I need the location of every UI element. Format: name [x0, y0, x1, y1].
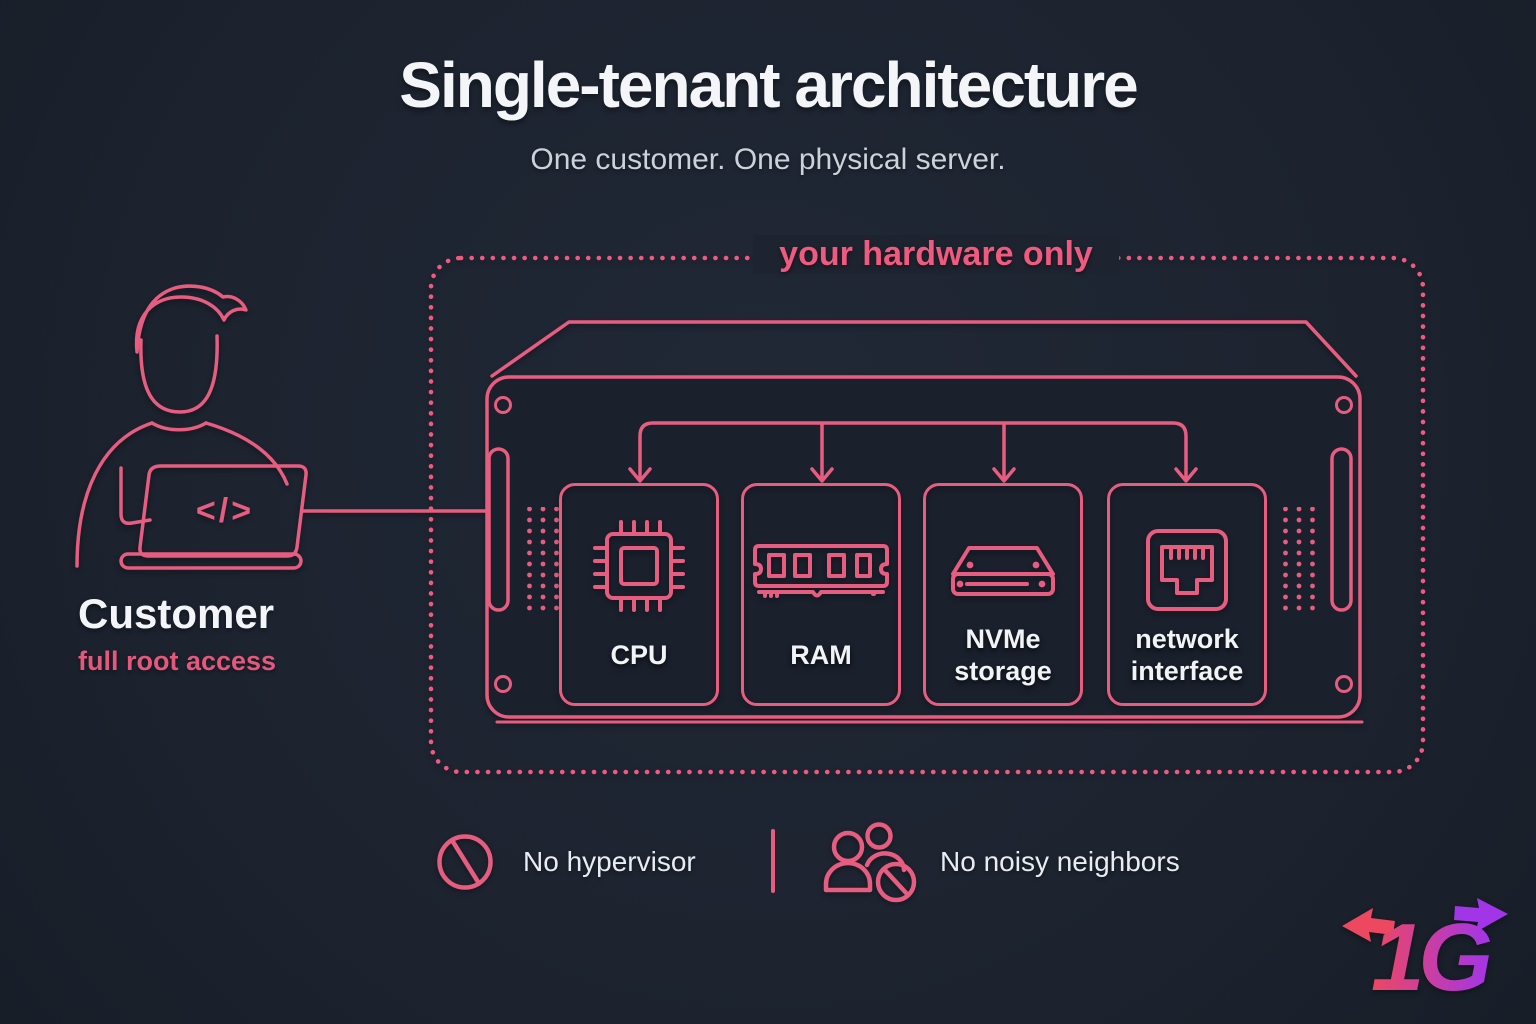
screw-icon [494, 675, 512, 693]
customer-label: Customer [78, 590, 275, 637]
server-handle-left [487, 447, 510, 612]
customer-person-icon [75, 284, 289, 568]
customer-access-caption: full root access [78, 646, 277, 676]
person-torso-left [75, 421, 154, 568]
footer-divider [771, 829, 775, 893]
screw-icon [494, 396, 512, 414]
component-label-cpu: CPU [610, 640, 668, 671]
arrowhead-down-icon [628, 467, 1198, 483]
no-hypervisor-label: No hypervisor [523, 846, 696, 877]
screw-icon [1335, 396, 1353, 414]
bus-lines [638, 421, 1188, 481]
nvme-drive-icon [951, 546, 1055, 596]
component-box-network: network interface [1107, 483, 1267, 706]
person-hair [134, 284, 248, 354]
code-glyph: </> [196, 492, 254, 530]
logo-arrow-left-icon [1342, 908, 1395, 942]
server-top-face [490, 320, 1358, 378]
no-symbol-icon [437, 834, 493, 890]
component-box-cpu: CPU [559, 483, 719, 706]
component-label-nvme: NVMe storage [954, 624, 1052, 686]
person-arm [119, 466, 152, 526]
laptop-base [119, 552, 303, 570]
screw-icon [1335, 675, 1353, 693]
component-label-network: network interface [1130, 624, 1244, 686]
bus-arrows [628, 421, 1198, 483]
brand-logo-1g: 1G [1342, 898, 1508, 1005]
no-noisy-neighbors-label: No noisy neighbors [940, 846, 1180, 877]
vent-dots-left [521, 507, 561, 615]
person-shoulder-right [204, 421, 289, 486]
ram-module-icon [753, 544, 889, 598]
component-label-ram: RAM [790, 640, 852, 671]
person-face [139, 334, 219, 414]
hardware-zone-label: your hardware only [753, 235, 1119, 274]
cpu-chip-icon [593, 520, 685, 612]
ethernet-port-icon [1146, 529, 1228, 611]
server-handle-right [1330, 447, 1353, 612]
component-box-ram: RAM [741, 483, 901, 706]
page-subtitle: One customer. One physical server. [530, 143, 1006, 176]
laptop-screen [138, 464, 308, 558]
laptop-icon [119, 464, 308, 570]
person-neckline [150, 421, 208, 432]
people-blocked-icon [823, 822, 917, 903]
page-title: Single-tenant architecture [399, 49, 1139, 121]
component-box-nvme: NVMe storage [923, 483, 1083, 706]
logo-text: 1G [1371, 904, 1490, 1005]
logo-arrow-right-icon [1454, 898, 1508, 932]
vent-dots-right [1283, 507, 1323, 615]
